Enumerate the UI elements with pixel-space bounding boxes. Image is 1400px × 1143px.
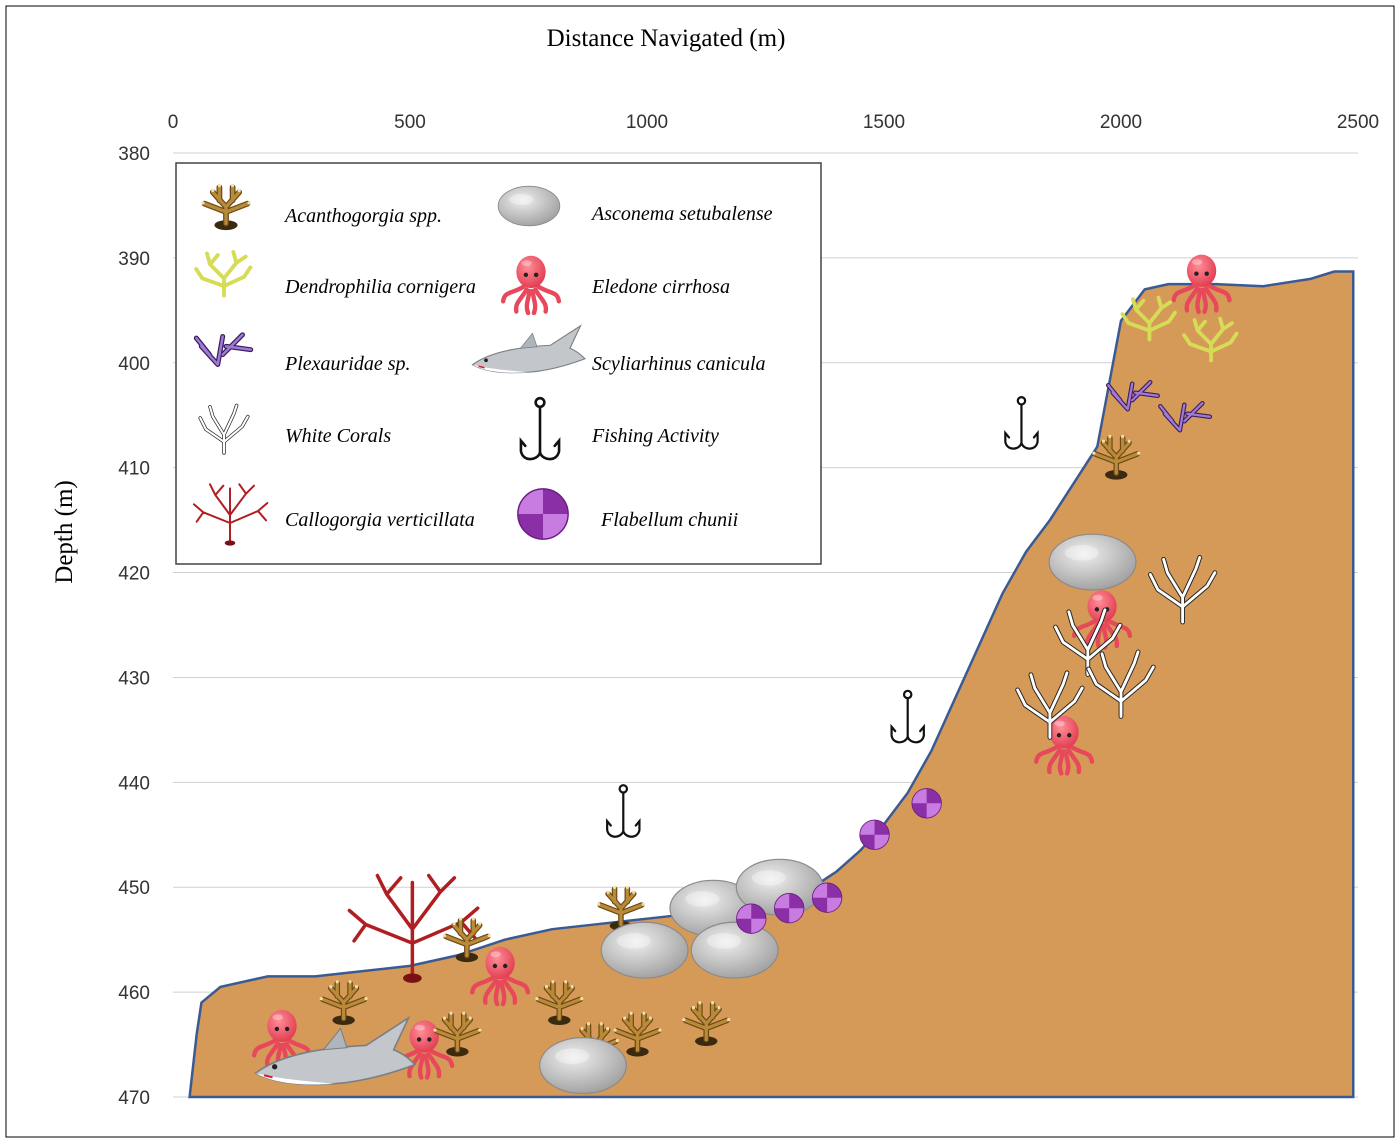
x-axis-title: Distance Navigated (m) — [547, 25, 786, 52]
fishing-activity-marker — [1005, 397, 1037, 449]
purple-ball-icon — [518, 489, 568, 539]
legend-label-asconema: Asconema setubalense — [590, 203, 773, 225]
flabellum-chunii-marker — [774, 893, 803, 922]
flabellum-chunii-marker — [912, 789, 941, 818]
legend-label-white-corals: White Corals — [285, 425, 391, 447]
x-tick-label: 2000 — [1100, 112, 1142, 133]
y-tick-label: 460 — [118, 983, 150, 1004]
legend-label-callogorgia: Callogorgia verticillata — [285, 509, 475, 531]
asconema-setubalense-marker — [691, 922, 778, 978]
y-axis-ticks: 380 390 400 410 420 430 440 450 460 470 — [118, 144, 150, 1109]
legend-label-dendrophilia: Dendrophilia cornigera — [284, 276, 476, 298]
fishing-activity-marker — [607, 785, 639, 837]
grey-sponge-icon — [498, 186, 560, 226]
y-tick-label: 410 — [118, 459, 150, 480]
y-tick-label: 400 — [118, 354, 150, 375]
x-axis-ticks: 0 500 1000 1500 2000 2500 — [168, 112, 1379, 133]
legend-label-scyliarhinus: Scyliarhinus canicula — [592, 353, 766, 375]
legend-label-flabellum: Flabellum chunii — [600, 509, 738, 531]
y-tick-label: 390 — [118, 249, 150, 270]
legend-label-fishing: Fishing Activity — [591, 425, 719, 447]
x-tick-label: 0 — [168, 112, 179, 133]
asconema-setubalense-marker — [540, 1038, 627, 1094]
x-tick-label: 2500 — [1337, 112, 1379, 133]
flabellum-chunii-marker — [812, 883, 841, 912]
asconema-setubalense-marker — [601, 922, 688, 978]
legend-label-acanthogorgia: Acanthogorgia spp. — [283, 205, 442, 227]
y-tick-label: 420 — [118, 564, 150, 585]
legend-label-plexauridae: Plexauridae sp. — [284, 353, 411, 375]
flabellum-chunii-marker — [737, 904, 766, 933]
legend: Acanthogorgia spp. Asconema setubalense … — [176, 163, 821, 564]
x-tick-label: 1000 — [626, 112, 668, 133]
flabellum-chunii-marker — [860, 820, 889, 849]
y-tick-label: 430 — [118, 668, 150, 689]
x-tick-label: 1500 — [863, 112, 905, 133]
asconema-setubalense-marker — [1049, 534, 1136, 590]
y-axis-title: Depth (m) — [51, 480, 78, 583]
fishing-activity-marker — [892, 691, 924, 743]
y-tick-label: 470 — [118, 1088, 150, 1109]
y-tick-label: 380 — [118, 144, 150, 165]
y-tick-label: 450 — [118, 878, 150, 899]
legend-label-eledone: Eledone cirrhosa — [591, 276, 730, 298]
y-tick-label: 440 — [118, 773, 150, 794]
x-tick-label: 500 — [394, 112, 426, 133]
